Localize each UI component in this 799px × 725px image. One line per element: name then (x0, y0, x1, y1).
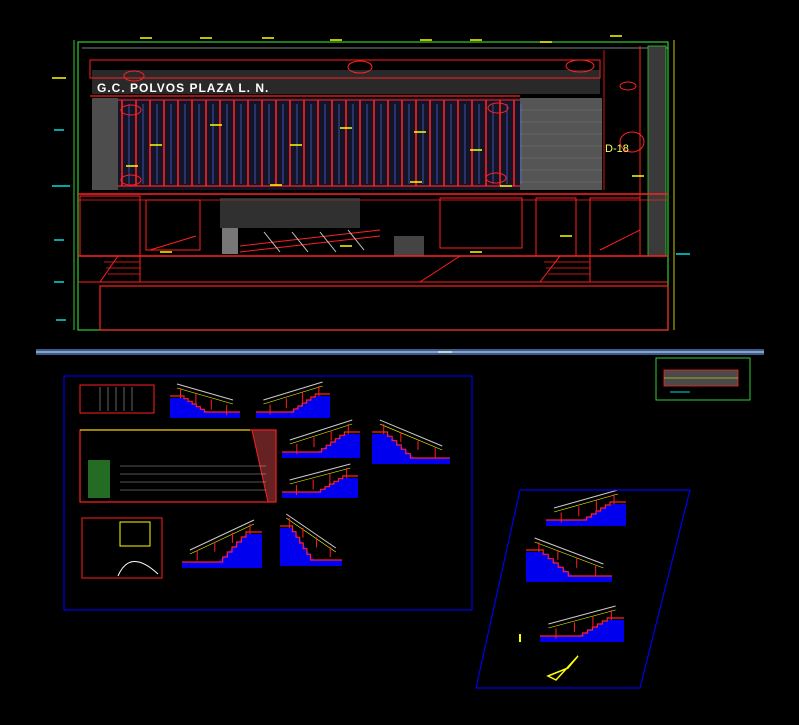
handrail (534, 537, 604, 565)
revision-cloud (487, 102, 509, 114)
stair-base (182, 534, 262, 568)
handrail-dim (189, 523, 255, 555)
handrail-dim (534, 541, 604, 569)
stair-section (282, 463, 358, 498)
handrail-dim (176, 387, 234, 405)
stair-profile (280, 525, 342, 561)
stair-profile (282, 431, 360, 453)
stair-profile (282, 475, 358, 493)
revision-cloud (120, 174, 142, 186)
handrail-dim (289, 467, 351, 485)
facade-elevation: G.C. POLVOS PLAZA L. N. (52, 35, 690, 331)
stair-profile (170, 395, 240, 413)
right-column (647, 45, 667, 257)
stair-base (170, 398, 240, 418)
handrail (548, 605, 616, 625)
exterior-stairs (99, 255, 591, 283)
ground-floor (78, 193, 668, 257)
stair-section (280, 513, 342, 566)
stair-section (282, 419, 360, 458)
stair-sections (170, 381, 626, 642)
handrail (285, 513, 337, 549)
left-hatched-wall (92, 98, 118, 190)
stair-profile (546, 501, 626, 521)
handrail (379, 419, 443, 447)
handrail-dim (289, 423, 353, 445)
revision-cloud (347, 60, 373, 74)
stair-section (546, 489, 626, 526)
stair-base (282, 478, 358, 498)
curtain-wall (118, 98, 522, 190)
revision-cloud (619, 131, 645, 153)
handrail (189, 519, 255, 551)
stair-section (256, 381, 330, 418)
stair-base (282, 434, 360, 458)
stair-section (182, 519, 262, 568)
section-tag-label: D-18 (605, 143, 629, 155)
handrail (263, 381, 323, 401)
stair-profile (182, 531, 262, 563)
arrow-shape (546, 655, 579, 681)
handrail-dim (379, 423, 443, 451)
handrail-dim (286, 517, 336, 553)
handrail-dim (548, 609, 616, 629)
stair-profile (526, 549, 612, 577)
revision-cloud (565, 59, 595, 73)
revision-cloud (485, 172, 507, 184)
basement-outline (99, 285, 669, 331)
stair-profile (372, 431, 450, 459)
stair-section (170, 383, 240, 418)
revision-cloud (120, 104, 142, 116)
handrail-dim (263, 385, 323, 405)
building-name-label: G.C. POLVOS PLAZA L. N. (97, 81, 269, 95)
hatched-panel (520, 98, 602, 190)
level-markers (52, 77, 690, 321)
revision-cloud (123, 70, 145, 82)
stair-base (372, 434, 450, 464)
revision-cloud (619, 81, 637, 91)
stair-section (526, 537, 612, 582)
stair-details-sheet (63, 375, 473, 611)
stair-section (372, 419, 450, 464)
stair-profile (256, 393, 330, 413)
stair-profile (540, 617, 624, 637)
stair-section (540, 605, 624, 642)
handrail (289, 419, 353, 441)
isometric-sheet (475, 489, 691, 689)
handrail (553, 489, 619, 509)
detail-panel-small (655, 357, 751, 401)
handrail (289, 463, 351, 481)
stair-base (526, 552, 612, 582)
handrail-dim (553, 493, 619, 513)
handrail (176, 383, 234, 401)
